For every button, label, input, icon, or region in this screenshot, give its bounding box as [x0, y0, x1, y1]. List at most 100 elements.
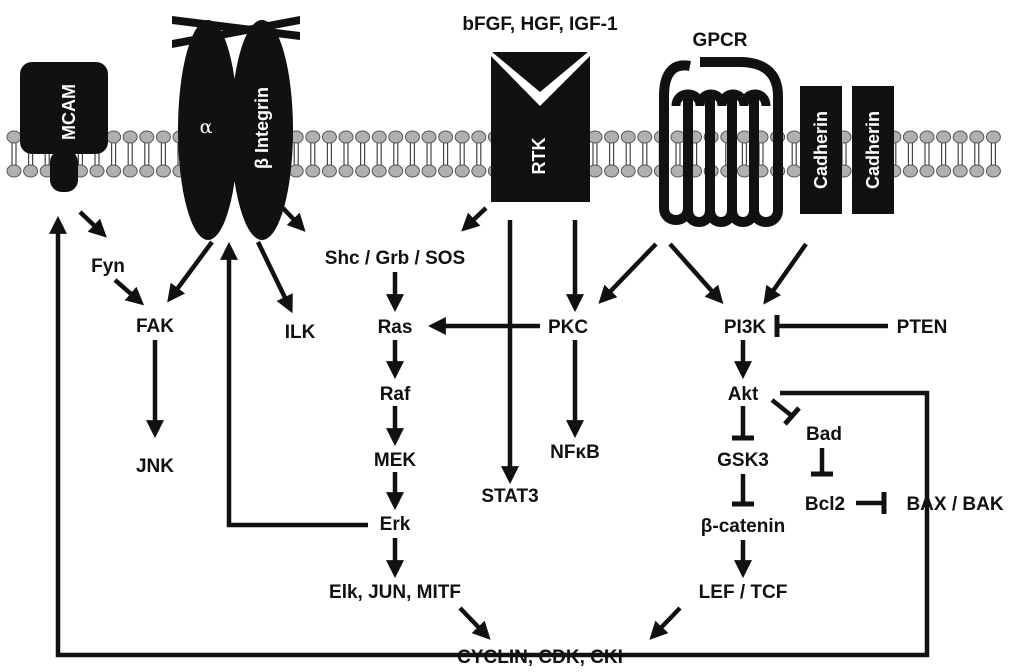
lipid-tail [128, 143, 132, 165]
lipid-head [439, 165, 453, 177]
node-pkc: PKC [548, 317, 588, 338]
lipid-head [389, 165, 403, 177]
lipid-tail [693, 143, 697, 165]
lipid-head [621, 131, 635, 143]
lipid-tail [377, 143, 381, 165]
node-raf: Raf [380, 384, 411, 405]
lipid-head [638, 131, 652, 143]
lipid-head [588, 165, 602, 177]
lipid-head [903, 165, 917, 177]
lipid-tail [610, 143, 614, 165]
lipid-head [339, 131, 353, 143]
node-ras: Ras [378, 317, 413, 338]
gpcr-receptor: GPCR [664, 30, 778, 222]
lipid-tail [975, 143, 979, 165]
node-akt: Akt [728, 384, 759, 405]
lipid-tail [327, 143, 331, 165]
lipid-head [621, 165, 635, 177]
lipid-tail [460, 143, 464, 165]
lipid-tail [161, 143, 165, 165]
rtk-label: RTK [529, 138, 549, 175]
lipid-tail [958, 143, 962, 165]
lipid-head [322, 165, 336, 177]
lipid-head [787, 165, 801, 177]
lipid-head [638, 165, 652, 177]
node-stat3: STAT3 [481, 486, 538, 507]
node-bcl2: Bcl2 [805, 494, 845, 515]
lipid-head [455, 165, 469, 177]
lipid-head [439, 131, 453, 143]
lipid-tail [361, 143, 365, 165]
lipid-head [903, 131, 917, 143]
node-elk-jun-mitf: Elk, JUN, MITF [329, 582, 461, 603]
node-fyn: Fyn [91, 256, 125, 277]
lipid-head [986, 131, 1000, 143]
node-lef-tcf: LEF / TCF [699, 582, 788, 603]
rtk-receptor: RTK [491, 52, 590, 202]
lipid-head [920, 165, 934, 177]
lipid-head [123, 165, 137, 177]
lipid-head [455, 131, 469, 143]
lipid-head [389, 131, 403, 143]
lipid-head [422, 165, 436, 177]
lipid-tail [145, 143, 149, 165]
lipid-tail [925, 143, 929, 165]
node-shc-grb-sos: Shc / Grb / SOS [325, 248, 465, 269]
node-gsk3: GSK3 [717, 450, 769, 471]
mcam-label: MCAM [59, 84, 79, 140]
lipid-head [405, 165, 419, 177]
lipid-tail [344, 143, 348, 165]
lipid-head [671, 165, 685, 177]
lipid-head [107, 165, 121, 177]
gpcr-label: GPCR [693, 30, 748, 51]
lipid-head [953, 165, 967, 177]
node-erk: Erk [380, 514, 411, 535]
node-cyclin-cdk-cki: CYCLIN, CDK, CKI [457, 647, 623, 668]
lipid-head [156, 165, 170, 177]
ligands-label: bFGF, HGF, IGF-1 [462, 14, 618, 35]
lipid-tail [942, 143, 946, 165]
lipid-tail [311, 143, 315, 165]
lipid-tail [842, 143, 846, 165]
lipid-head [7, 165, 21, 177]
lipid-head [356, 131, 370, 143]
lipid-head [140, 165, 154, 177]
lipid-tail [908, 143, 912, 165]
lipid-head [356, 165, 370, 177]
node-ilk: ILK [285, 322, 316, 343]
beta-integrin-label: β Integrin [252, 87, 272, 169]
lipid-head [322, 131, 336, 143]
lipid-head [306, 165, 320, 177]
lipid-tail [643, 143, 647, 165]
lipid-tail [394, 143, 398, 165]
lipid-tail [792, 143, 796, 165]
lipid-head [372, 165, 386, 177]
lipid-head [422, 131, 436, 143]
lipid-head [123, 131, 137, 143]
lipid-head [107, 131, 121, 143]
lipid-head [289, 165, 303, 177]
lipid-head [24, 165, 38, 177]
lipid-head [7, 131, 21, 143]
cadherin-receptor-2: Cadherin [852, 86, 894, 214]
lipid-head [937, 165, 951, 177]
lipid-tail [593, 143, 597, 165]
inhibition-lines [732, 315, 888, 514]
lipid-head [90, 165, 104, 177]
lipid-head [986, 165, 1000, 177]
lipid-tail [626, 143, 630, 165]
node-nfkb: NFκB [550, 442, 600, 463]
lipid-head [953, 131, 967, 143]
lipid-head [339, 165, 353, 177]
alpha-subunit-label: α [200, 116, 213, 138]
lipid-head [472, 165, 486, 177]
lipid-head [472, 131, 486, 143]
lipid-head [405, 131, 419, 143]
lipid-head [588, 131, 602, 143]
node-beta-catenin: β-catenin [701, 516, 785, 537]
node-fak: FAK [136, 316, 174, 337]
lipid-head [156, 131, 170, 143]
cadherin-label-2: Cadherin [863, 111, 883, 189]
cadherin-label-1: Cadherin [811, 111, 831, 189]
node-pten: PTEN [897, 317, 948, 338]
